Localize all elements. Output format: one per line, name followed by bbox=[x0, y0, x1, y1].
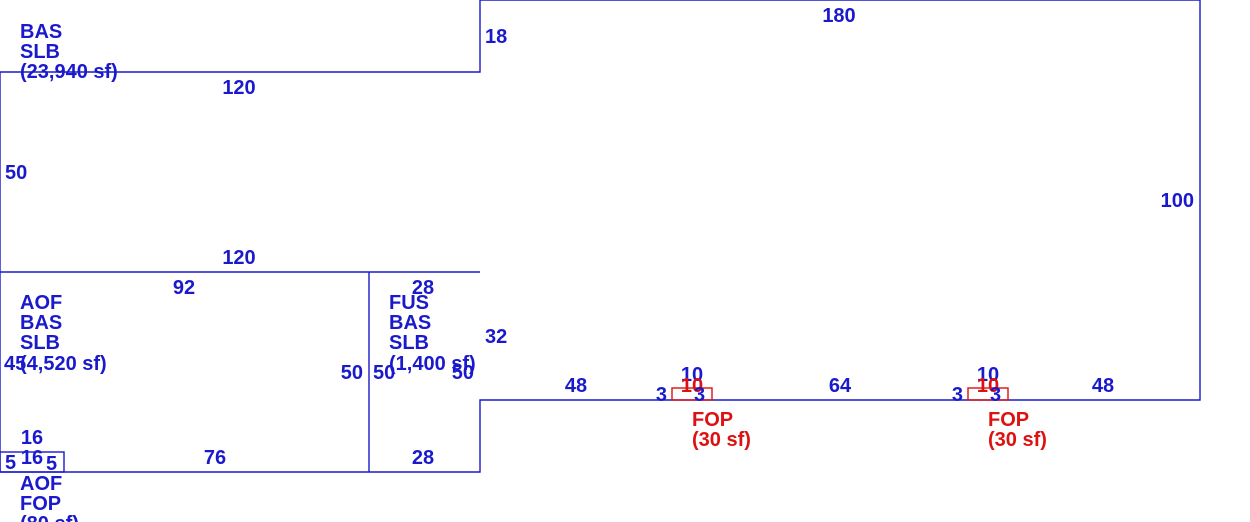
dim-fus-top: 28 bbox=[412, 277, 434, 299]
porch-west-code: FOP bbox=[692, 409, 733, 431]
dim-top: 180 bbox=[822, 5, 855, 27]
dim-small-top: 16 bbox=[21, 427, 43, 449]
porch-small-code-1: AOF bbox=[20, 473, 62, 495]
dim-wing-right-a: 50 bbox=[341, 362, 363, 384]
east-wing-code-1: FUS bbox=[389, 292, 429, 314]
dim-fus-bottom: 28 bbox=[412, 447, 434, 469]
dim-porch-w-top: 10 bbox=[681, 364, 703, 386]
dim-porch-e-left: 3 bbox=[952, 384, 963, 406]
dim-step-right: 32 bbox=[485, 326, 507, 348]
dim-front-1: 48 bbox=[565, 375, 587, 397]
dim-upper-step: 18 bbox=[485, 26, 507, 48]
dim-wing-bottom: 76 bbox=[204, 447, 226, 469]
dim-wing-top: 92 bbox=[173, 277, 195, 299]
west-wing-size: (4,520 sf) bbox=[20, 353, 107, 375]
east-wing-code-3: SLB bbox=[389, 332, 429, 354]
dim-small-inner: 16 bbox=[21, 447, 43, 469]
porch-small-outline bbox=[0, 451, 65, 473]
main-area-code-2: SLB bbox=[20, 41, 60, 63]
dim-front-2: 64 bbox=[829, 375, 852, 397]
dim-small-left: 5 bbox=[5, 452, 16, 474]
main-area-size: (23,940 sf) bbox=[20, 61, 118, 83]
porch-small-code-2: FOP bbox=[20, 493, 61, 515]
dim-porch-w-inner: 10 bbox=[681, 375, 703, 397]
east-wing-code-2: BAS bbox=[389, 312, 431, 334]
dim-porch-e-right: 3 bbox=[990, 384, 1001, 406]
porch-east-size: (30 sf) bbox=[988, 429, 1047, 451]
porch-east-code: FOP bbox=[988, 409, 1029, 431]
porch-east-outline bbox=[967, 387, 1009, 401]
porch-west-outline bbox=[671, 387, 713, 401]
porch-west-size: (30 sf) bbox=[692, 429, 751, 451]
dim-upper-left: 120 bbox=[222, 77, 255, 99]
dim-front-3: 48 bbox=[1092, 375, 1114, 397]
dim-porch-w-right: 3 bbox=[694, 384, 705, 406]
porch-small-size: (80 sf) bbox=[20, 513, 79, 522]
dim-porch-w-left: 3 bbox=[656, 384, 667, 406]
west-wing-code-3: SLB bbox=[20, 332, 60, 354]
main-building-outline bbox=[0, 0, 1201, 473]
east-wing-size: (1,400 sf) bbox=[389, 353, 476, 375]
dim-right: 100 bbox=[1161, 190, 1194, 212]
dim-left-upper: 50 bbox=[5, 162, 27, 184]
dim-porch-e-inner: 10 bbox=[977, 375, 999, 397]
main-area-code-1: BAS bbox=[20, 21, 62, 43]
west-wing-code-1: AOF bbox=[20, 292, 62, 314]
dim-wing-right-b: 50 bbox=[373, 362, 395, 384]
dim-fus-right: 50 bbox=[452, 362, 474, 384]
dim-porch-e-top: 10 bbox=[977, 364, 999, 386]
dim-middle: 120 bbox=[222, 247, 255, 269]
west-wing-code-2: BAS bbox=[20, 312, 62, 334]
dim-small-right: 5 bbox=[46, 453, 57, 475]
dim-wing-left: 45 bbox=[4, 353, 26, 375]
